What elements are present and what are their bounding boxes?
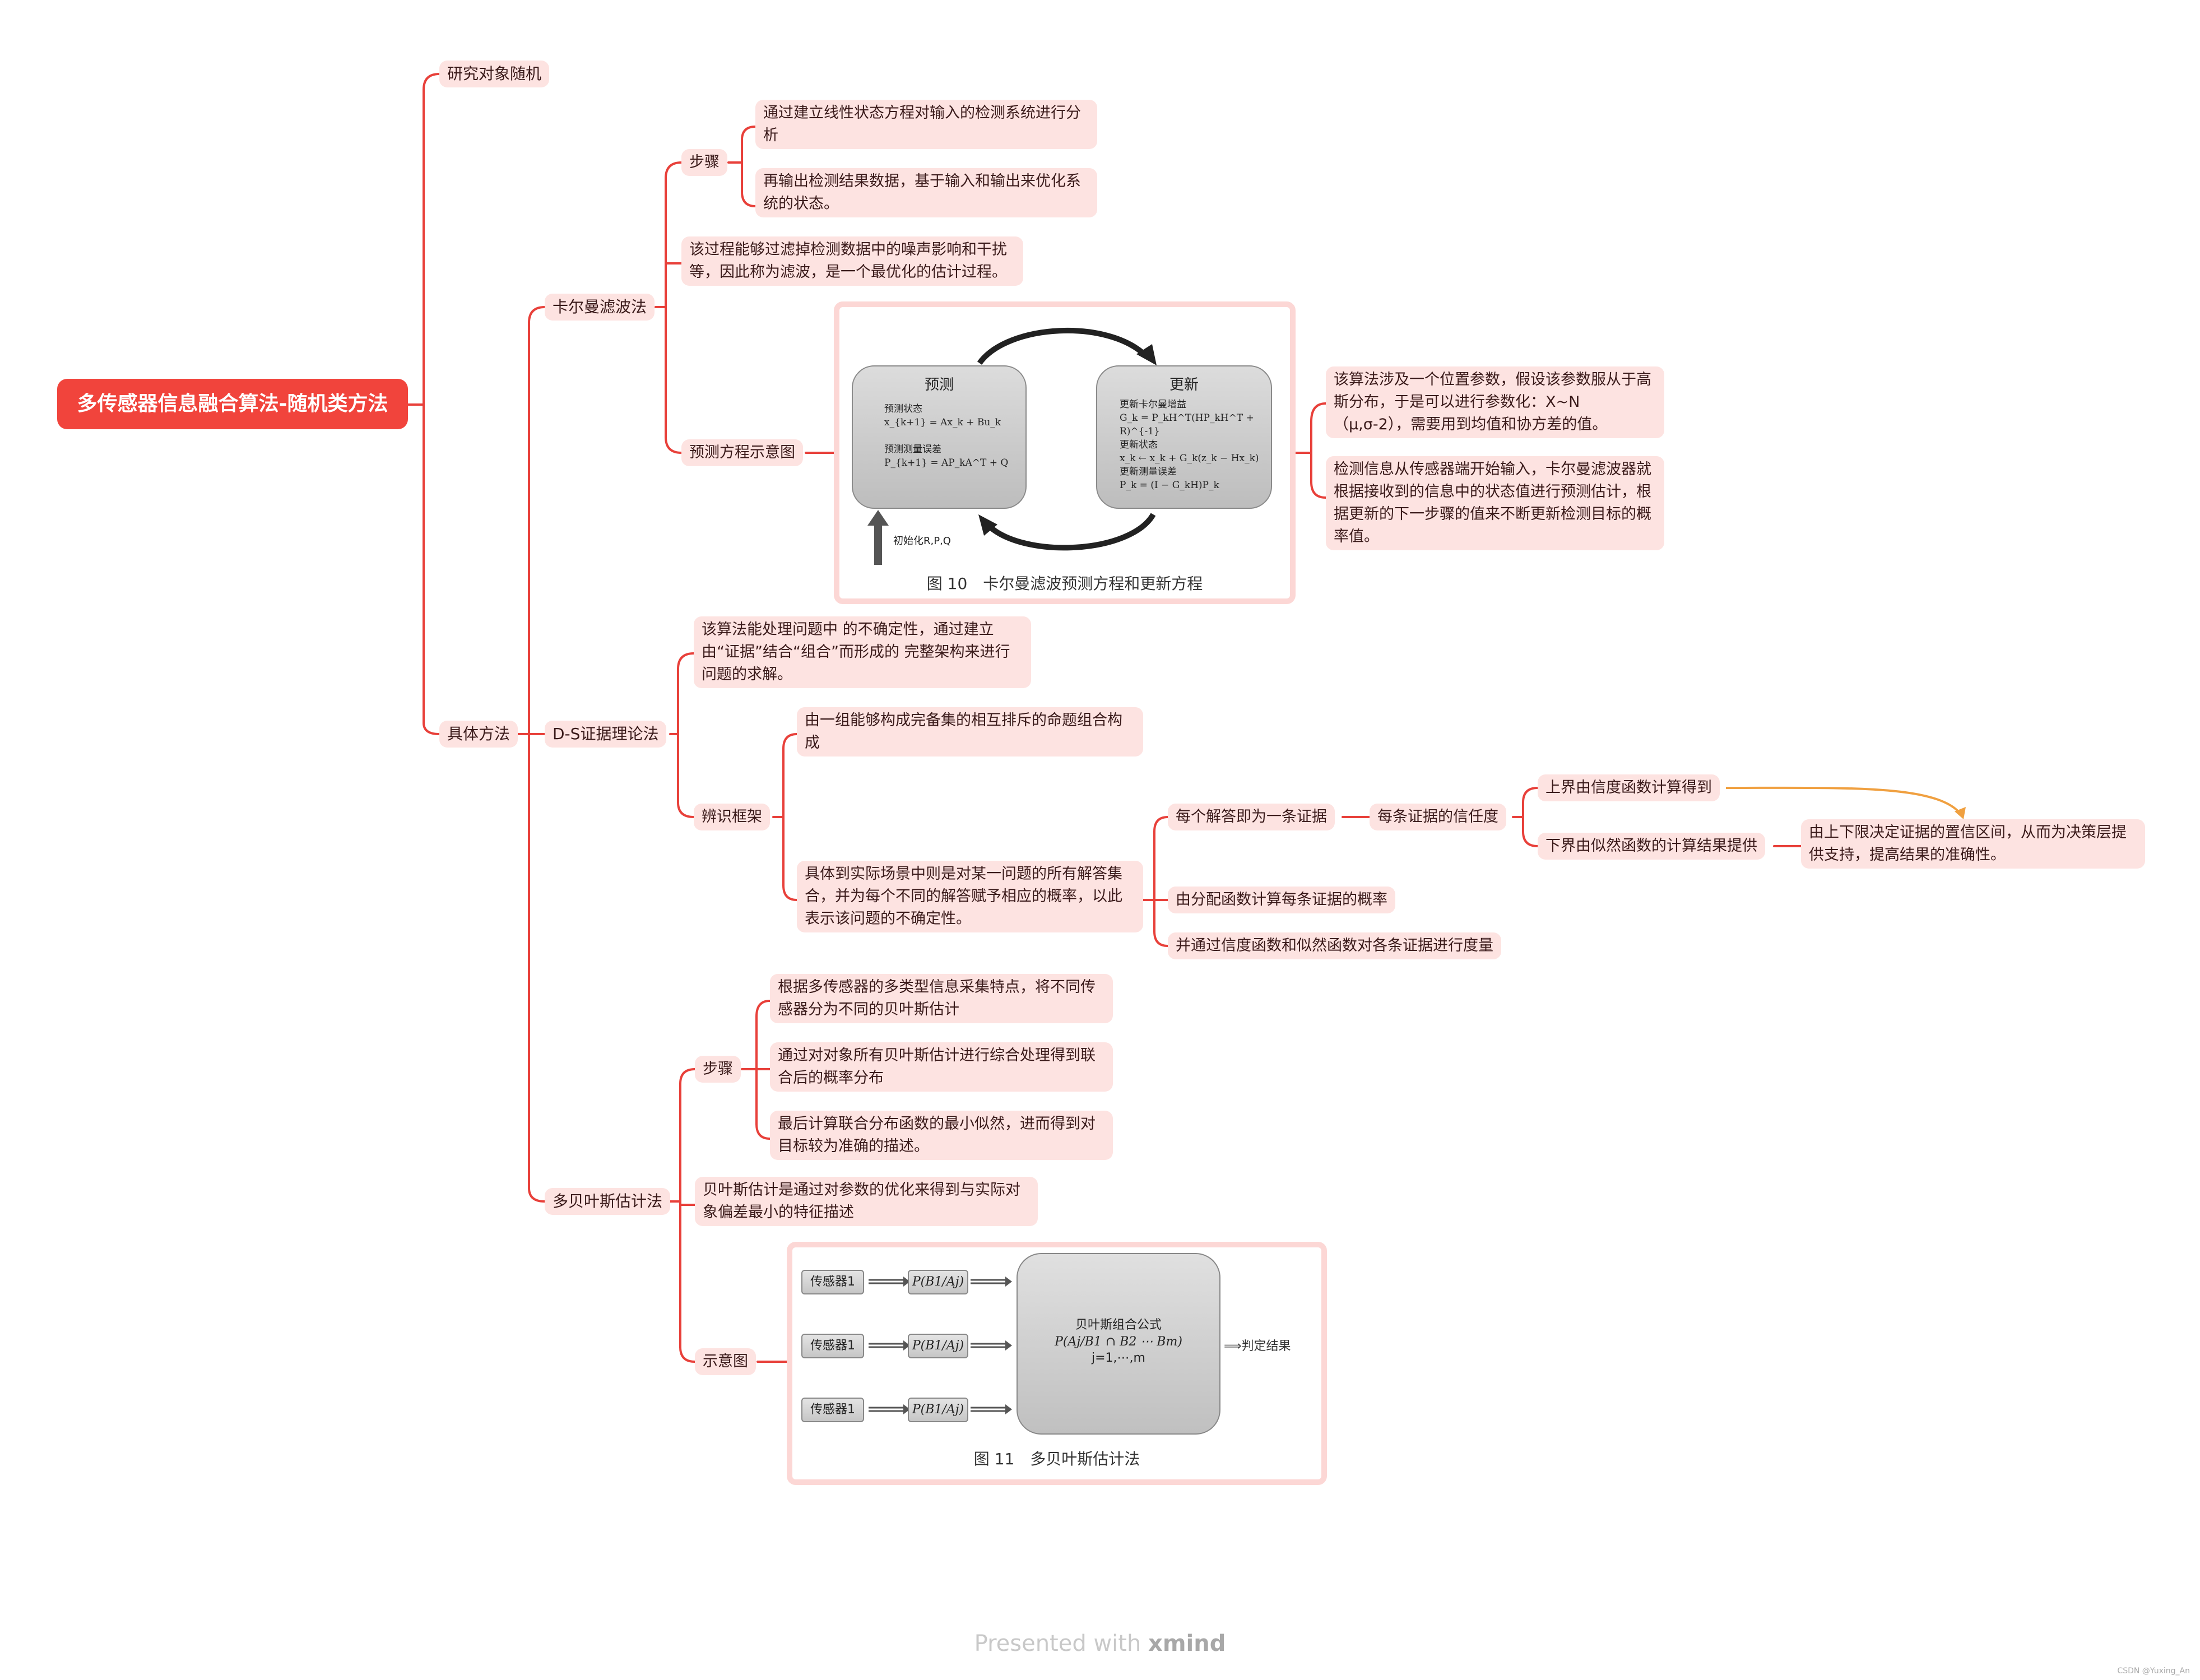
predict-line-4: 预测测量误差 xyxy=(884,444,941,455)
ds-each-answer[interactable]: 每个解答即为一条证据 xyxy=(1168,804,1335,830)
update-line-3: 更新状态 xyxy=(1120,439,1158,451)
topic-bayes-steps[interactable]: 步骤 xyxy=(695,1056,741,1083)
bayes-result-label: ⟹判定结果 xyxy=(1224,1339,1291,1353)
predict-line-2: x_{k+1} = Ax_k + Bu_k xyxy=(884,417,1001,428)
topic-bayes-diagram[interactable]: 示意图 xyxy=(695,1348,756,1375)
bayes-figure: 传感器1 传感器1 传感器1 P(B1/Aj) P(B1/Aj) P(B1/Aj… xyxy=(787,1242,1327,1485)
ds-lower-bound[interactable]: 下界由似然函数的计算结果提供 xyxy=(1538,833,1765,860)
sensor-box-3: 传感器1 xyxy=(801,1398,864,1422)
update-title: 更新 xyxy=(1169,377,1199,393)
bayes-combination-formula: P(Aj/B1 ∩ B2 ⋯ Bm) xyxy=(1055,1335,1182,1349)
bayes-figure-caption: 图 11 多贝叶斯估计法 xyxy=(973,1450,1140,1468)
kalman-note-1[interactable]: 该算法涉及一个位置参数，假设该参数服从于高斯分布，于是可以进行参数化：X~N（μ… xyxy=(1326,366,1664,438)
ds-belief[interactable]: 每条证据的信任度 xyxy=(1370,804,1506,830)
sensor-box-2: 传感器1 xyxy=(801,1334,864,1358)
bayes-combination-range: j=1,⋯,m xyxy=(1092,1351,1145,1365)
update-line-5: 更新测量误差 xyxy=(1120,466,1177,477)
kalman-step-1[interactable]: 通过建立线性状态方程对输入的检测系统进行分析 xyxy=(755,100,1097,149)
predict-box: 预测 预测状态 x_{k+1} = Ax_k + Bu_k 预测测量误差 P_{… xyxy=(852,365,1027,509)
prob-box-1: P(B1/Aj) xyxy=(908,1270,968,1294)
ds-description[interactable]: 该算法能处理问题中 的不确定性，通过建立由“证据”结合“组合”而形成的 完整架构… xyxy=(694,616,1031,688)
sensor-box-1: 传感器1 xyxy=(801,1270,864,1294)
bayes-step-3[interactable]: 最后计算联合分布函数的最小似然，进而得到对目标较为准确的描述。 xyxy=(770,1111,1113,1160)
topic-kalman-steps[interactable]: 步骤 xyxy=(681,149,727,176)
bayes-arrows xyxy=(869,1277,1012,1414)
bayes-step-1[interactable]: 根据多传感器的多类型信息采集特点，将不同传感器分为不同的贝叶斯估计 xyxy=(770,974,1113,1023)
topic-research-object[interactable]: 研究对象随机 xyxy=(439,61,550,87)
init-label: 初始化R,P,Q xyxy=(893,535,951,547)
xmind-brand: xmind xyxy=(1148,1631,1226,1656)
watermark-credit: CSDN @Yuxing_An xyxy=(2117,1667,2190,1676)
prob-box-2: P(B1/Aj) xyxy=(908,1334,968,1358)
ds-frame-2[interactable]: 具体到实际场景中则是对某一问题的所有解答集合，并为每个不同的解答赋予相应的概率，… xyxy=(797,861,1143,932)
topic-ds-frame[interactable]: 辨识框架 xyxy=(694,804,770,830)
topic-kalman-diagram[interactable]: 预测方程示意图 xyxy=(681,439,803,466)
update-equations: 更新卡尔曼增益 G_k = P_kH^T(HP_kH^T + R)^{-1} 更… xyxy=(1120,398,1271,492)
kalman-step-2[interactable]: 再输出检测结果数据，基于输入和输出来优化系统的状态。 xyxy=(755,168,1097,217)
topic-bayes[interactable]: 多贝叶斯估计法 xyxy=(545,1188,671,1215)
predict-title: 预测 xyxy=(924,377,954,393)
update-line-6: P_k = (I − G_kH)P_k xyxy=(1120,480,1219,491)
presented-with-footer: Presented with xmind xyxy=(0,1631,2200,1656)
update-line-4: x_k ← x_k + G_k(z_k − Hx_k) xyxy=(1120,453,1259,464)
kalman-figure: 预测 预测状态 x_{k+1} = Ax_k + Bu_k 预测测量误差 P_{… xyxy=(834,301,1296,604)
bayes-description[interactable]: 贝叶斯估计是通过对参数的优化来得到与实际对象偏差最小的特征描述 xyxy=(695,1177,1038,1226)
update-line-2: G_k = P_kH^T(HP_kH^T + R)^{-1} xyxy=(1120,412,1254,437)
update-box: 更新 更新卡尔曼增益 G_k = P_kH^T(HP_kH^T + R)^{-1… xyxy=(1096,365,1272,509)
update-line-1: 更新卡尔曼增益 xyxy=(1120,399,1186,410)
predict-line-5: P_{k+1} = AP_kA^T + Q xyxy=(884,457,1009,468)
presented-with-label: Presented with xyxy=(974,1631,1141,1656)
ds-confidence-interval[interactable]: 由上下限决定证据的置信区间，从而为决策层提供支持，提高结果的准确性。 xyxy=(1801,819,2145,869)
ds-assign[interactable]: 由分配函数计算每条证据的概率 xyxy=(1168,887,1395,913)
predict-line-3 xyxy=(884,429,1008,443)
ds-measure[interactable]: 并通过信度函数和似然函数对各条证据进行度量 xyxy=(1168,932,1501,959)
ds-frame-1[interactable]: 由一组能够构成完备集的相互排斥的命题组合构成 xyxy=(797,707,1143,757)
root-topic[interactable]: 多传感器信息融合算法-随机类方法 xyxy=(57,379,408,429)
bayes-combination-box: 贝叶斯组合公式 P(Aj/B1 ∩ B2 ⋯ Bm) j=1,⋯,m xyxy=(1017,1253,1220,1435)
topic-kalman[interactable]: 卡尔曼滤波法 xyxy=(545,294,655,321)
topic-methods[interactable]: 具体方法 xyxy=(439,721,518,748)
topic-ds-theory[interactable]: D-S证据理论法 xyxy=(545,721,667,748)
predict-equations: 预测状态 x_{k+1} = Ax_k + Bu_k 预测测量误差 P_{k+1… xyxy=(884,402,1008,470)
kalman-figure-caption: 图 10 卡尔曼滤波预测方程和更新方程 xyxy=(926,574,1203,593)
ds-upper-bound[interactable]: 上界由信度函数计算得到 xyxy=(1538,774,1720,801)
kalman-description[interactable]: 该过程能够过滤掉检测数据中的噪声影响和干扰等，因此称为滤波，是一个最优化的估计过… xyxy=(681,236,1023,286)
bayes-combination-title: 贝叶斯组合公式 xyxy=(1075,1318,1162,1332)
predict-line-1: 预测状态 xyxy=(884,403,922,415)
prob-box-3: P(B1/Aj) xyxy=(908,1398,968,1422)
bayes-step-2[interactable]: 通过对对象所有贝叶斯估计进行综合处理得到联合后的概率分布 xyxy=(770,1042,1113,1092)
kalman-note-2[interactable]: 检测信息从传感器端开始输入，卡尔曼滤波器就根据接收到的信息中的状态值进行预测估计… xyxy=(1326,456,1664,550)
kalman-cycle-arrows xyxy=(867,327,1157,565)
